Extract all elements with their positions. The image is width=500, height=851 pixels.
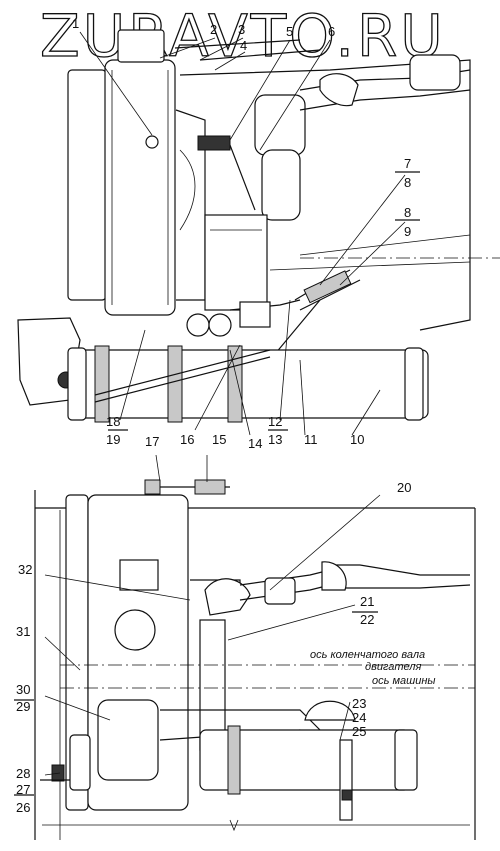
- tank-strap-0: [94, 345, 110, 423]
- pipe-elbow-left: [186, 313, 210, 337]
- elbow-fitting: [204, 578, 251, 616]
- fuel-filter-bowl: [261, 149, 301, 221]
- callout-11: 11: [304, 432, 318, 447]
- top-view: [17, 29, 500, 436]
- callout-15: 15: [212, 432, 226, 447]
- callout-25: 25: [352, 724, 366, 739]
- callout-8a: 8: [404, 175, 411, 190]
- heater-pipe-vertical: [199, 619, 226, 751]
- lower-tank: [97, 699, 159, 781]
- callout-21: 21: [360, 594, 374, 609]
- heater-tank: [77, 349, 429, 419]
- callout-7: 7: [404, 156, 411, 171]
- bottom-view: [14, 454, 476, 840]
- callout-14: 14: [248, 436, 262, 451]
- axis-crankshaft-label-2: двигателя: [365, 661, 421, 673]
- callout-2: 2: [210, 22, 217, 37]
- callout-22: 22: [360, 612, 374, 627]
- callout-13: 13: [268, 432, 282, 447]
- callout-27: 27: [16, 782, 30, 797]
- bracket-pillar: [204, 214, 268, 311]
- axis-machine-label: ось машины: [372, 675, 436, 687]
- callout-10: 10: [350, 432, 364, 447]
- callout-5: 5: [286, 24, 293, 39]
- radiator-filler-cap: [117, 29, 165, 63]
- axis-crankshaft-label-1: ось коленчатого вала: [310, 649, 425, 661]
- radiator-side-panel: [67, 69, 107, 301]
- callout-4: 4: [240, 38, 247, 53]
- radiator-plan-cap: [114, 609, 156, 651]
- callout-6: 6: [328, 24, 335, 39]
- cab-outline: [179, 59, 471, 331]
- callout-30: 30: [16, 682, 30, 697]
- fan-shroud: [175, 109, 206, 301]
- bottom-callouts: 20 21 22 32 31 30 29 23 24 25 28 27 26: [16, 480, 411, 815]
- axis-labels: ось коленчатого вала двигателя ось машин…: [310, 649, 436, 687]
- callout-16: 16: [180, 432, 194, 447]
- radiator-core: [104, 59, 176, 316]
- callout-24: 24: [352, 710, 366, 725]
- callout-18: 18: [106, 414, 120, 429]
- hose-clamp: [197, 135, 231, 151]
- exhaust-flange: [319, 73, 359, 107]
- callout-32: 32: [18, 562, 32, 577]
- callout-8b: 8: [404, 205, 411, 220]
- clamp-20: [264, 577, 296, 605]
- callout-20: 20: [397, 480, 411, 495]
- drain-plug: [145, 135, 159, 149]
- callout-9: 9: [404, 224, 411, 239]
- pipe-elbow-right: [208, 313, 232, 337]
- callout-31: 31: [16, 624, 30, 639]
- callout-23: 23: [352, 696, 366, 711]
- callout-17: 17: [145, 434, 159, 449]
- callout-3: 3: [238, 22, 245, 37]
- top-callouts: 1 2 3 4 5 6 7 8 8 9 18 19 16 14 12 13 11…: [72, 16, 411, 451]
- dome-23: [304, 700, 356, 721]
- callout-19: 19: [106, 432, 120, 447]
- callout-26: 26: [16, 800, 30, 815]
- callout-28: 28: [16, 766, 30, 781]
- callout-12: 12: [268, 414, 282, 429]
- callout-29: 29: [16, 699, 30, 714]
- tank-strap-1: [167, 345, 183, 423]
- callout-1: 1: [72, 16, 79, 31]
